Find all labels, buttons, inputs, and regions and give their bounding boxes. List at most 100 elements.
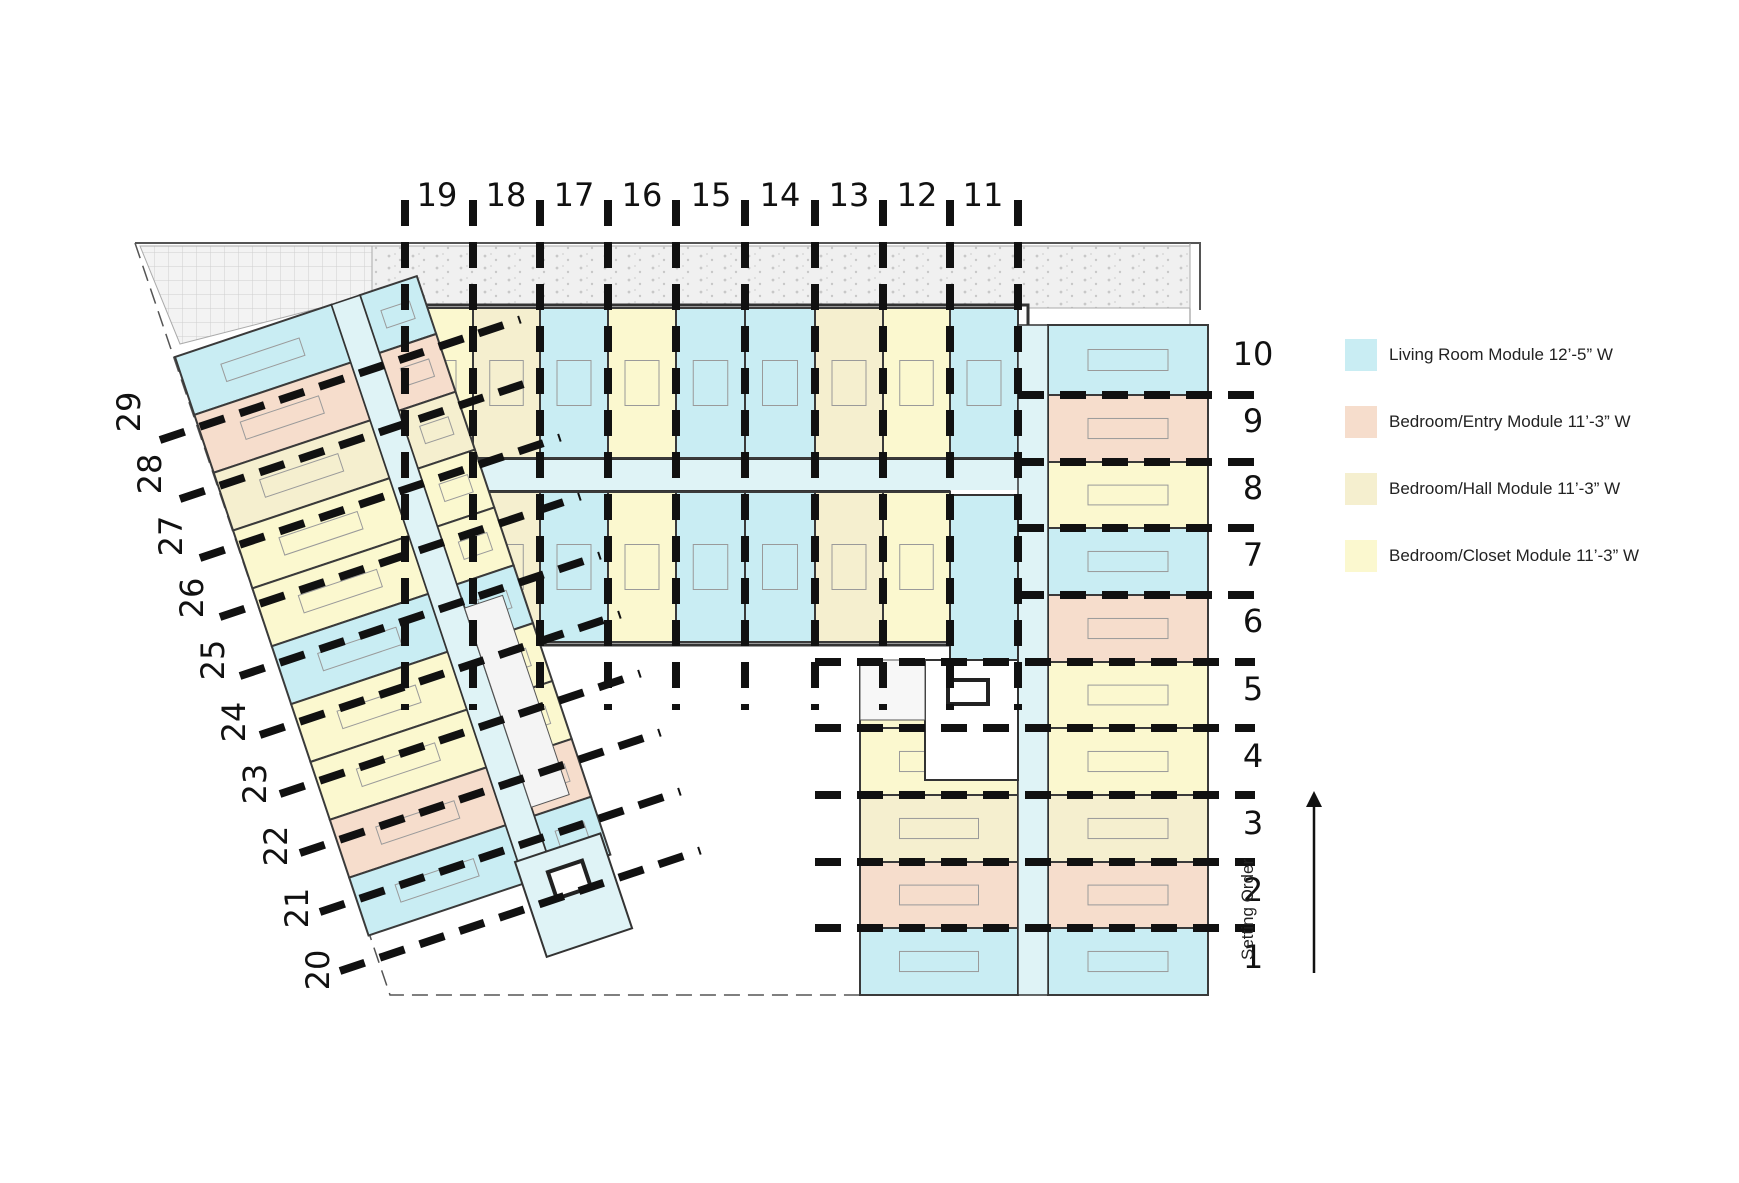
legend-item-entry: Bedroom/Entry Module 11’-3” W	[1345, 405, 1725, 439]
left-room-10-fixture	[394, 857, 480, 903]
right-room-5	[1047, 594, 1209, 663]
right-room-4-fixture	[1087, 550, 1169, 573]
left-divider-6	[258, 610, 622, 739]
left-room-7-fixture	[336, 684, 422, 730]
right-label-6: 6	[1243, 602, 1263, 640]
bottom-room-7-fixture	[831, 544, 867, 590]
right-label-10: 10	[1233, 335, 1274, 373]
center-room-8	[859, 794, 1019, 863]
right-room-5-fixture	[1087, 617, 1169, 640]
legend-swatch-living	[1345, 339, 1377, 371]
right-room-9	[1047, 861, 1209, 929]
bottom-room-3-fixture	[556, 544, 592, 590]
bottom-room-6-fixture	[762, 544, 798, 590]
left-divider-8	[298, 728, 662, 857]
left-room-9-fixture	[375, 800, 461, 845]
left-label-21: 21	[278, 888, 316, 929]
legend-swatch-entry	[1345, 406, 1377, 438]
right-label-2: 2	[1243, 871, 1263, 909]
top-room-3	[539, 307, 609, 459]
left-divider-9	[318, 787, 682, 916]
right-label-4: 4	[1243, 737, 1263, 775]
legend-label-entry: Bedroom/Entry Module 11’-3” W	[1389, 412, 1631, 431]
left-room-6-fixture	[317, 626, 403, 672]
top-label-14: 14	[760, 176, 801, 214]
top-label-11: 11	[963, 176, 1004, 214]
right-room-3-fixture	[1087, 484, 1169, 506]
top-label-16: 16	[622, 176, 663, 214]
right-room-1-fixture	[1087, 349, 1169, 371]
left-room-3-fixture	[258, 453, 345, 498]
top-label-18: 18	[486, 176, 527, 214]
right-room-10-fixture	[1087, 950, 1169, 973]
right-room-7-fixture	[1087, 750, 1169, 773]
left-divider-10	[338, 846, 702, 975]
right-room-10	[1047, 927, 1209, 996]
right-stair	[859, 659, 926, 721]
top-label-19: 19	[417, 176, 458, 214]
center-room-8-fixture	[899, 817, 979, 840]
left-divider-5	[238, 551, 602, 680]
bottom-room-4	[607, 491, 677, 643]
legend-swatch-hall	[1345, 473, 1377, 505]
right-label-9: 9	[1243, 402, 1263, 440]
module-dividers	[158, 200, 1255, 975]
right-label-8: 8	[1243, 469, 1263, 507]
left-divider-7	[278, 669, 642, 798]
right-block	[859, 324, 1209, 996]
right-label-1: 1	[1243, 938, 1263, 976]
right-room-4	[1047, 527, 1209, 596]
top-room-7	[814, 307, 884, 459]
left-label-22: 22	[257, 826, 295, 867]
top-room-5-fixture	[692, 360, 729, 406]
legend-label-hall: Bedroom/Hall Module 11’-3” W	[1389, 479, 1621, 498]
top-room-6	[744, 307, 816, 459]
top-label-17: 17	[554, 176, 595, 214]
right-room-8	[1047, 794, 1209, 863]
left-label-28: 28	[131, 454, 169, 495]
right-room-2-fixture	[1087, 417, 1169, 440]
legend: Living Room Module 12’-5” W Bedroom/Entr…	[1345, 338, 1725, 606]
legend-label-living: Living Room Module 12’-5” W	[1389, 345, 1613, 364]
right-room-7	[1047, 727, 1209, 796]
legend-item-living: Living Room Module 12’-5” W	[1345, 338, 1725, 372]
right-room-3	[1047, 461, 1209, 529]
top-room-4-fixture	[624, 360, 660, 406]
bottom-room-6	[744, 491, 816, 643]
left-aux-room-3-fixture	[419, 416, 455, 445]
left-label-20: 20	[299, 950, 337, 991]
center-room-10	[859, 927, 1019, 996]
center-room-9	[859, 861, 1019, 929]
right-room-9-fixture	[1087, 884, 1169, 906]
right-room-8-fixture	[1087, 817, 1169, 840]
top-room-8	[882, 307, 951, 459]
bottom-room-4-fixture	[624, 544, 660, 590]
left-divider-4	[218, 492, 582, 621]
left-room-1-fixture	[220, 337, 306, 383]
left-divider-3	[198, 433, 562, 562]
center-room-9-fixture	[899, 884, 979, 906]
top-label-13: 13	[829, 176, 870, 214]
left-stair	[513, 832, 634, 959]
right-room-2	[1047, 394, 1209, 463]
top-room-5	[675, 307, 746, 459]
left-room-4-fixture	[278, 510, 364, 556]
left-label-27: 27	[152, 516, 190, 557]
legend-label-closet: Bedroom/Closet Module 11’-3” W	[1389, 546, 1640, 565]
left-label-26: 26	[173, 578, 211, 619]
left-label-25: 25	[194, 640, 232, 681]
legend-item-closet: Bedroom/Closet Module 11’-3” W	[1345, 539, 1725, 573]
right-room-6-fixture	[1087, 684, 1169, 706]
bottom-room-5	[675, 491, 746, 643]
right-label-3: 3	[1243, 804, 1263, 842]
bottom-room-8	[882, 491, 951, 643]
left-room-5-fixture	[297, 568, 383, 614]
top-room-7-fixture	[831, 360, 867, 406]
setting-order-arrow-icon	[1306, 791, 1322, 973]
left-divider-1	[158, 315, 522, 444]
left-room-2-fixture	[239, 395, 325, 440]
legend-swatch-closet	[1345, 540, 1377, 572]
bottom-room-5-fixture	[692, 544, 729, 590]
